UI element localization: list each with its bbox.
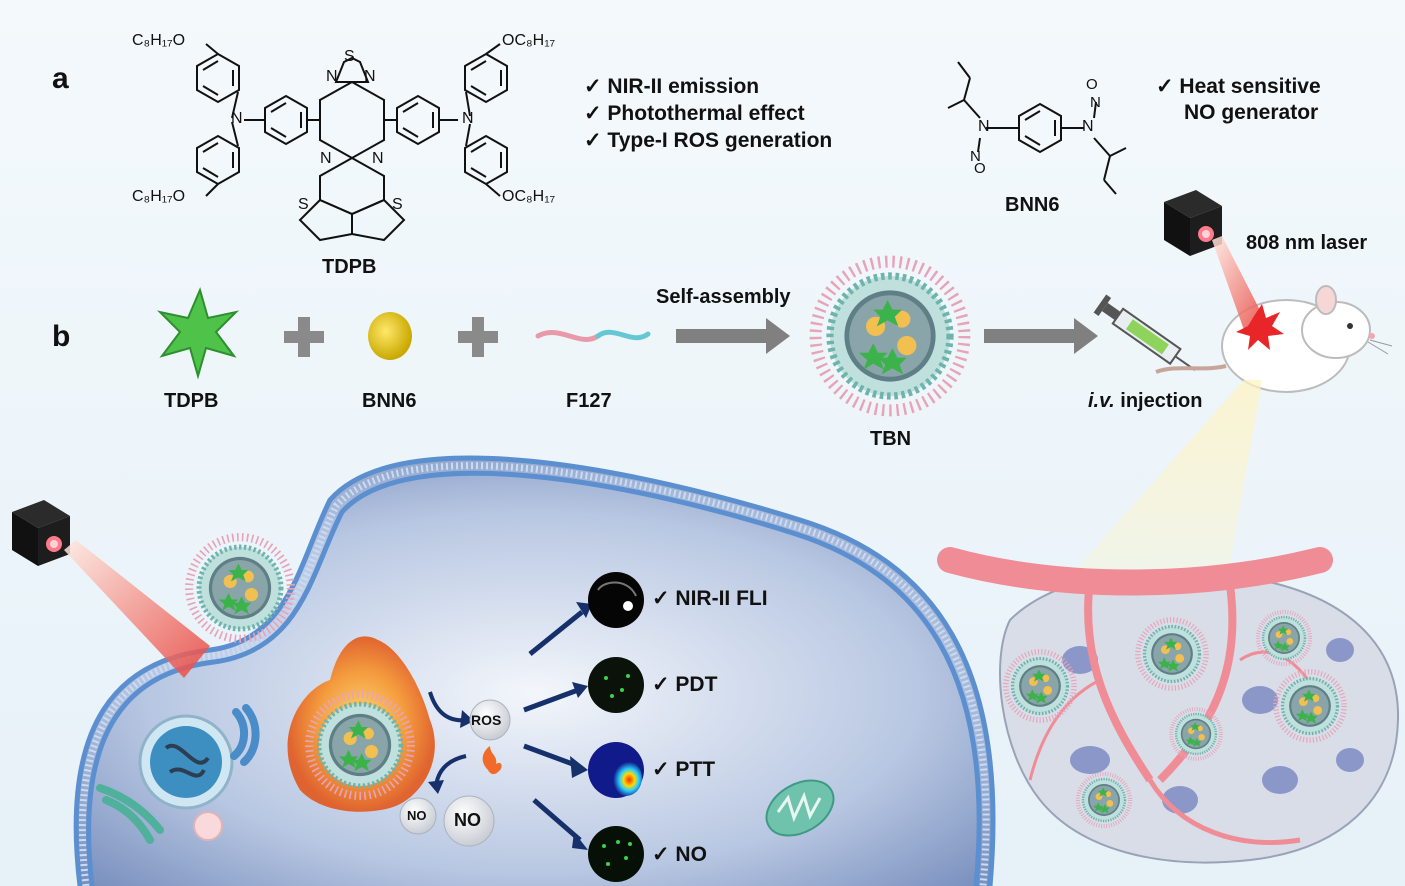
bnn6-ball-icon <box>368 312 412 360</box>
bnn6-atom-n-nitroso-left: N <box>970 148 981 165</box>
syringe-icon <box>1093 294 1196 371</box>
nir-ii-fli-image <box>588 572 644 628</box>
tdpb-atom-n-right: N <box>462 110 474 127</box>
injection-label: i.v. injection <box>1088 390 1203 413</box>
tdpb-atom-s-right: S <box>392 196 403 213</box>
bnn6-atom-o-left: O <box>974 160 986 177</box>
tdpb-substituent-top-right: OC₈H₁₇ <box>502 32 556 49</box>
f127-chain-icon <box>535 330 601 342</box>
ros-label: ROS <box>471 712 502 728</box>
bnn6-structure <box>947 61 1127 195</box>
plus-icon-1 <box>284 317 324 357</box>
no-image <box>588 826 644 882</box>
bnn6-atom-n-left: N <box>978 118 990 135</box>
er-organelle <box>96 784 164 844</box>
pdt-image <box>588 657 644 713</box>
tdpb-atom-n-top-left: N <box>326 68 338 85</box>
component-label-f127: F127 <box>566 390 612 412</box>
outcome-nir-ii-fli: ✓ NIR-II FLI <box>652 587 768 610</box>
laser-beam-left <box>64 540 210 678</box>
laser-spot <box>1236 304 1284 350</box>
tdpb-atom-s-top: S <box>344 48 355 65</box>
plus-icon-2 <box>458 317 498 357</box>
outcome-ptt: ✓ PTT <box>652 758 716 781</box>
flame-icon <box>482 746 502 775</box>
tdpb-feature-2: ✓ Photothermal effect <box>584 102 805 125</box>
no-bubble-small <box>399 797 437 835</box>
component-label-tdpb: TDPB <box>164 390 219 412</box>
tdpb-structure <box>196 43 508 242</box>
tdpb-atom-n-left: N <box>231 110 243 127</box>
tdpb-feature-1: ✓ NIR-II emission <box>584 75 760 98</box>
tdpb-atom-n-mid-right: N <box>372 150 384 167</box>
injection-route: i.v. <box>1088 390 1115 412</box>
no-label-small: NO <box>407 808 427 823</box>
tdpb-atom-s-left: S <box>298 196 309 213</box>
tdpb-star-icon <box>156 287 240 380</box>
outcome-no: ✓ NO <box>652 843 707 866</box>
no-bubble-large <box>443 795 495 847</box>
bnn6-atom-n-nitroso-right: N <box>1090 94 1101 111</box>
bnn6-name: BNN6 <box>1005 194 1060 216</box>
injection-arrow <box>984 318 1098 354</box>
panel-label-b: b <box>52 320 71 353</box>
panel-label-a: a <box>52 62 69 95</box>
bnn6-feature-2: NO generator <box>1184 101 1319 124</box>
self-assembly-arrow <box>676 318 790 354</box>
component-label-bnn6: BNN6 <box>362 390 417 412</box>
outcome-arrows <box>523 610 584 842</box>
vesicle <box>193 811 223 841</box>
tdpb-substituent-bottom-right: OC₈H₁₇ <box>502 188 556 205</box>
tbn-label: TBN <box>870 428 912 450</box>
tdpb-atom-n-mid-left: N <box>320 150 332 167</box>
tdpb-atom-n-top-right: N <box>364 68 376 85</box>
golgi-organelle <box>230 704 260 766</box>
ptt-image <box>588 742 644 798</box>
bnn6-atom-o-right: O <box>1086 76 1098 93</box>
tdpb-name: TDPB <box>322 256 377 278</box>
self-assembly-label: Self-assembly <box>656 286 791 308</box>
mitochondrion-organelle <box>765 779 835 837</box>
bnn6-feature-1: ✓ Heat sensitive <box>1156 75 1321 98</box>
bnn6-atom-n-right: N <box>1082 118 1094 135</box>
tdpb-substituent-top-left: C₈H₁₇O <box>132 32 186 49</box>
tdpb-substituent-bottom-left: C₈H₁₇O <box>132 188 186 205</box>
tdpb-feature-3: ✓ Type-I ROS generation <box>584 129 833 152</box>
injection-word: injection <box>1114 390 1203 412</box>
no-label-large: NO <box>454 810 481 830</box>
nucleus-organelle <box>138 714 234 810</box>
laser-label: 808 nm laser <box>1246 232 1368 254</box>
ros-bubble <box>469 699 511 741</box>
outcome-pdt: ✓ PDT <box>652 673 718 696</box>
